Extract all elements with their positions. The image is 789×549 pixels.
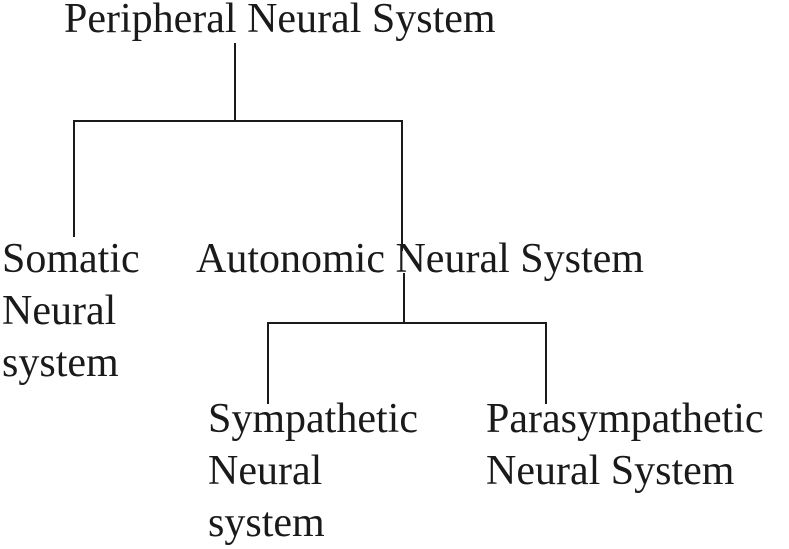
node-label-line: Parasympathetic [486,396,764,442]
node-label: Peripheral Neural System [64,0,496,42]
node-label-line: system [2,340,119,386]
node-autonomic-neural-system: Autonomic Neural System [196,233,644,285]
node-label-line: Neural [2,288,117,334]
node-peripheral-neural-system: Peripheral Neural System [64,0,496,45]
node-label-line: Neural [208,448,323,494]
node-label: Autonomic Neural System [196,236,644,282]
node-parasympathetic-neural-system: Parasympathetic Neural System [486,393,764,497]
node-somatic-neural-system: Somatic Neural system [2,233,140,389]
node-sympathetic-neural-system: Sympathetic Neural system [208,393,418,549]
node-label-line: Sympathetic [208,396,418,442]
node-label-line: Somatic [2,236,140,282]
node-label-line: system [208,500,325,546]
node-label-line: Neural System [486,448,735,494]
